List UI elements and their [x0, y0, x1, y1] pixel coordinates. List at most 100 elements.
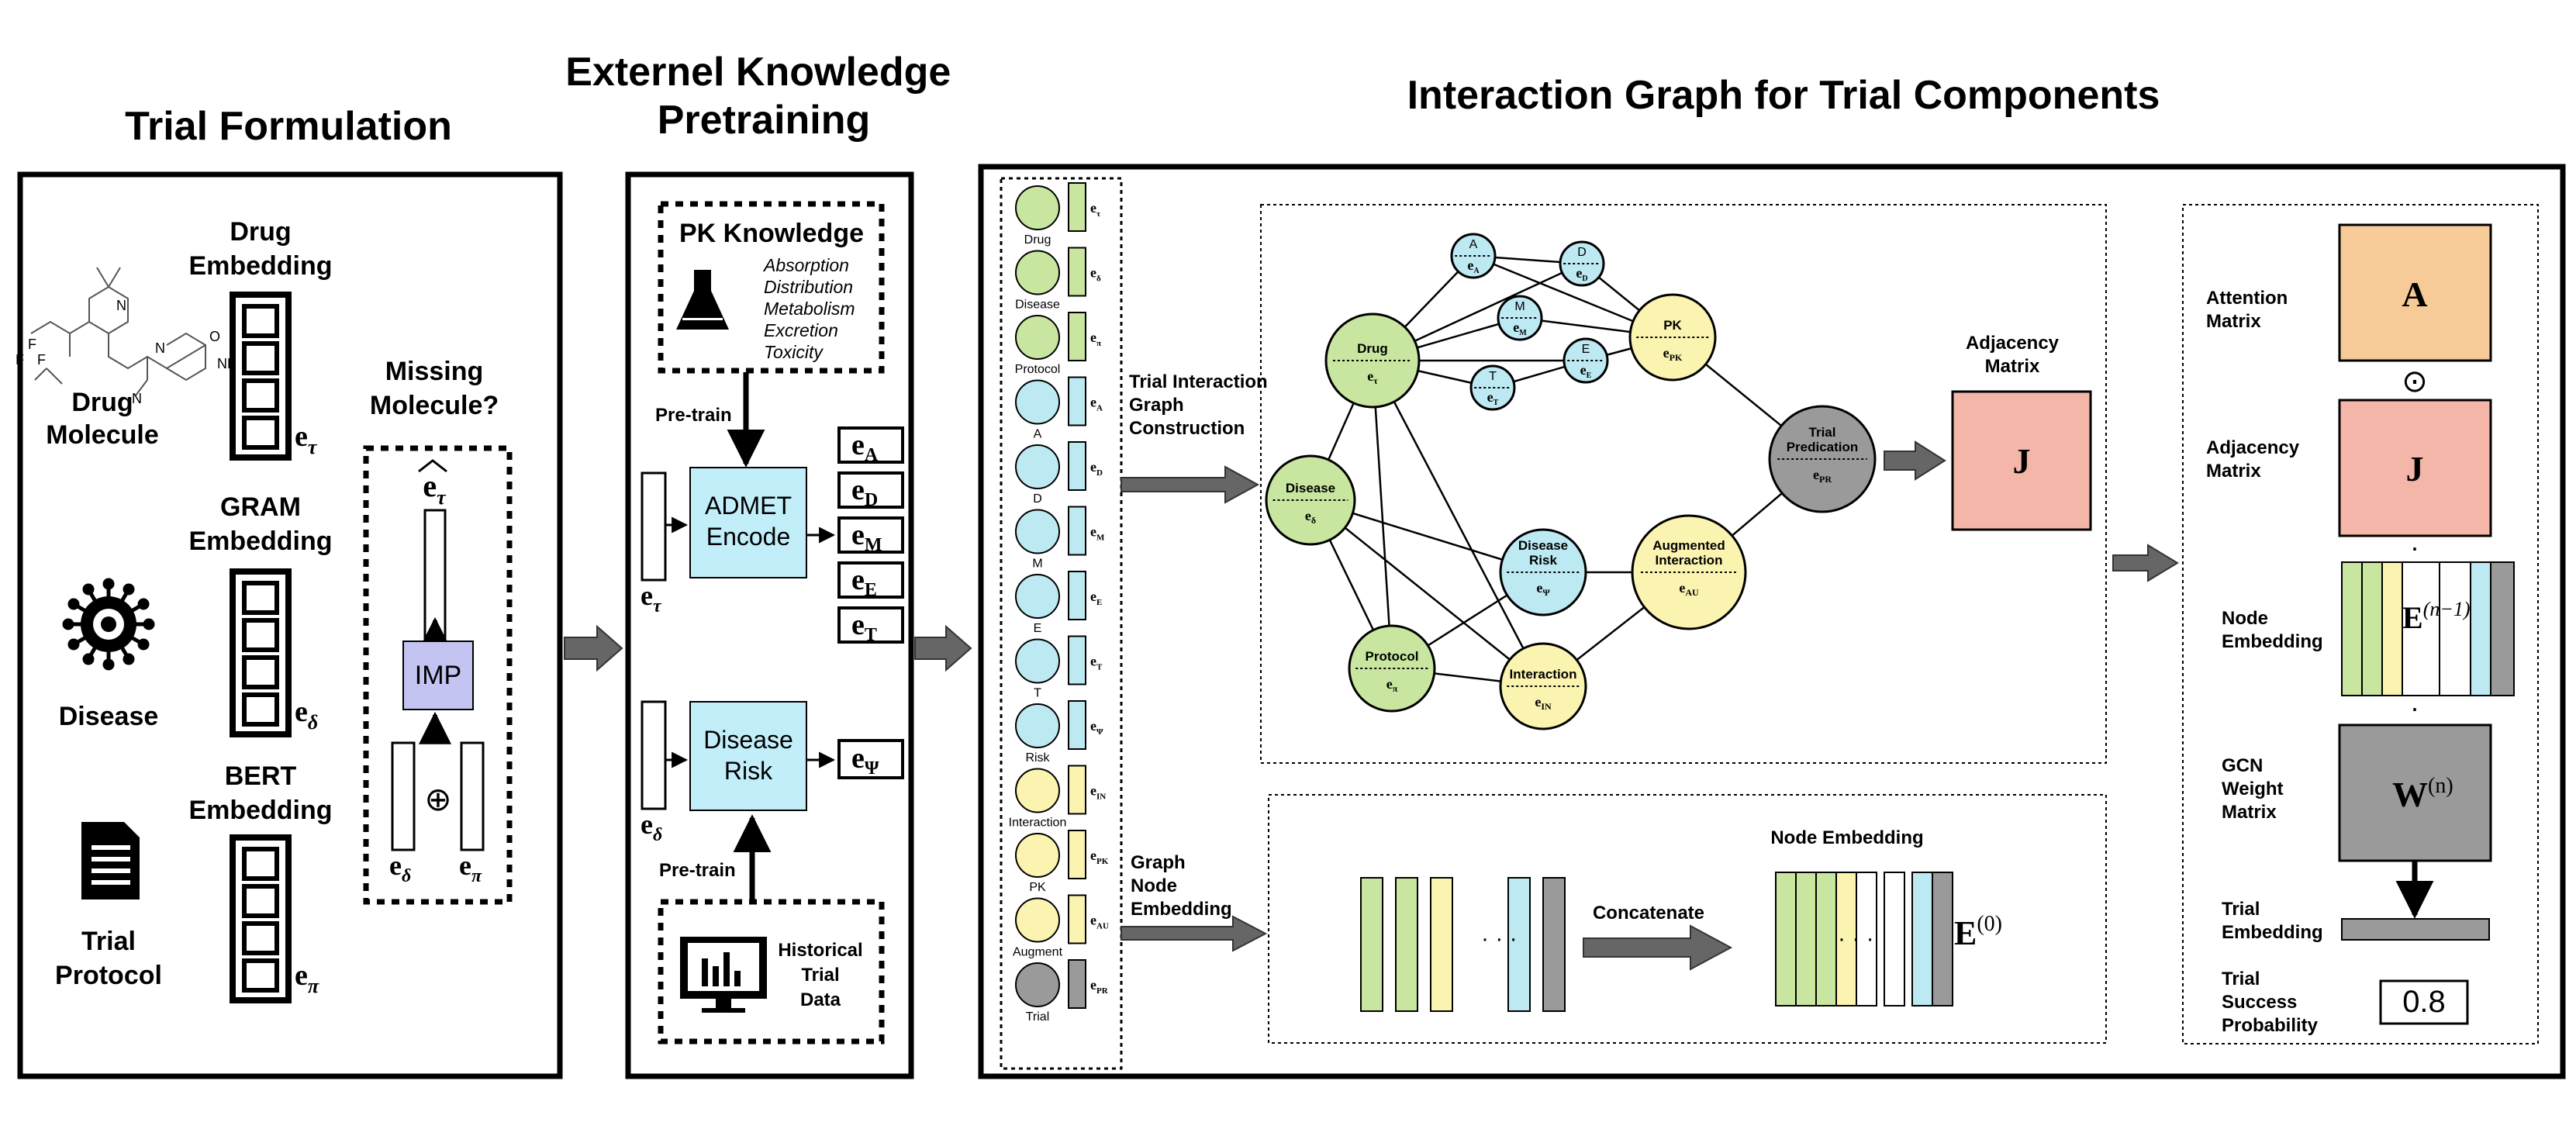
graph-node-d: DeD [1559, 240, 1605, 287]
virus-spike-tip [62, 618, 74, 630]
pk-item: Metabolism [764, 299, 855, 319]
virus-spike-tip [123, 583, 135, 596]
node-list-circle [1015, 638, 1060, 684]
node-list-circle [1015, 574, 1060, 619]
e-n1-label: E(n−1) [2402, 598, 2471, 635]
node-list-label: Protocol [1015, 363, 1061, 376]
node-embedding-box [1268, 794, 2107, 1044]
label-node-embedding: Node Embedding [1770, 827, 1923, 848]
embedding-cell [242, 341, 279, 375]
node-embedding-bar [1430, 877, 1453, 1012]
node-list-circle [1015, 185, 1060, 230]
e-tau-input-vector [641, 471, 667, 582]
arrow-concatenate [1583, 924, 1733, 971]
pretrain-label-top: Pre-train [655, 405, 732, 426]
graph-node-label: Augmented [1652, 538, 1725, 553]
label-concatenate: Concatenate [1593, 903, 1704, 924]
virus-spike-tip [67, 638, 80, 651]
virus-spike-tip [102, 658, 115, 671]
gcn-adjacency-square [2338, 399, 2492, 537]
virus-spike-tip [82, 653, 95, 665]
svg-text:F: F [37, 352, 46, 368]
node-embedding-bar [1542, 877, 1566, 1012]
embedding-cell [242, 921, 279, 955]
node-list-label: E [1034, 622, 1042, 635]
svg-text:F: F [28, 337, 36, 352]
embed-ellipsis-left: · · · [1481, 926, 1518, 951]
admet-output-box [837, 606, 904, 644]
node-list-circle [1015, 897, 1060, 943]
node-list-vector [1068, 571, 1086, 620]
graph-node-label: D [1577, 246, 1587, 259]
node-list-circle [1015, 703, 1060, 748]
node-list-label: Disease [1015, 299, 1060, 312]
concat-column [1884, 872, 1905, 1007]
pk-item: Absorption [762, 255, 849, 275]
node-list-label: Augment [1013, 946, 1063, 959]
graph-edge [1371, 360, 1393, 669]
historical-data-box [658, 899, 885, 1044]
external-knowledge-panel [625, 171, 914, 1079]
graph-edge [1310, 499, 1544, 687]
graph-node-circle [1499, 528, 1587, 616]
node-list-vector-label: eπ [1090, 330, 1101, 348]
embedding-cell [242, 655, 279, 689]
graph-node-label: Disease [1286, 481, 1335, 495]
concat-column [1815, 872, 1837, 1007]
graph-node-label: E [1582, 343, 1590, 356]
node-list-label: A [1034, 428, 1042, 441]
embedding-cell [242, 958, 279, 993]
node-list-vector [1068, 700, 1086, 750]
graph-node-circle [1768, 405, 1877, 513]
pk-knowledge-box [658, 201, 885, 374]
graph-node-label: Trial [1809, 425, 1836, 440]
node-list-label: PK [1029, 881, 1046, 894]
embedding-cell [242, 416, 279, 450]
node-list-vector-label: eD [1090, 459, 1103, 478]
arrow-to-node-embedding [1121, 915, 1268, 952]
embedding-cell [242, 581, 279, 615]
admet-output-box [837, 561, 904, 599]
svg-text:N: N [132, 391, 142, 406]
pk-item: Distribution [764, 277, 853, 297]
node-list-vector-label: eM [1090, 524, 1105, 543]
concat-column [1911, 872, 1933, 1007]
graph-node-label: PK [1663, 318, 1682, 333]
embedding-cell [242, 378, 279, 413]
drug-molecule-structure [30, 267, 206, 396]
graph-node-label: T [1489, 370, 1497, 383]
attention-a-symbol: A [2402, 275, 2427, 314]
node-list-label: T [1034, 687, 1041, 700]
node-list-vector-label: eΨ [1090, 718, 1103, 737]
title-trial-formulation: Trial Formulation [125, 104, 452, 149]
probability-box [2379, 979, 2469, 1025]
adjacency-j-symbol: J [2013, 441, 2031, 481]
gcn-embed-column [2439, 561, 2471, 696]
arrow-formulation-to-pretrain [564, 624, 623, 672]
node-list-vector-label: eE [1090, 589, 1102, 607]
graph-construction-box [1260, 204, 2107, 764]
graph-node-label: M [1514, 300, 1525, 313]
missing-molecule-box [363, 445, 513, 905]
node-embedding-bar [1395, 877, 1418, 1012]
virus-spike-tip [67, 598, 80, 610]
node-list-circle [1015, 250, 1060, 295]
graph-node-label: Disease [1518, 538, 1568, 553]
title-interaction-graph: Interaction Graph for Trial Components [1407, 73, 2160, 118]
graph-node-e: EeE [1563, 337, 1609, 384]
graph-node-circle [1450, 233, 1497, 279]
document-icon [81, 822, 140, 899]
node-list-label: Interaction [1009, 817, 1067, 830]
